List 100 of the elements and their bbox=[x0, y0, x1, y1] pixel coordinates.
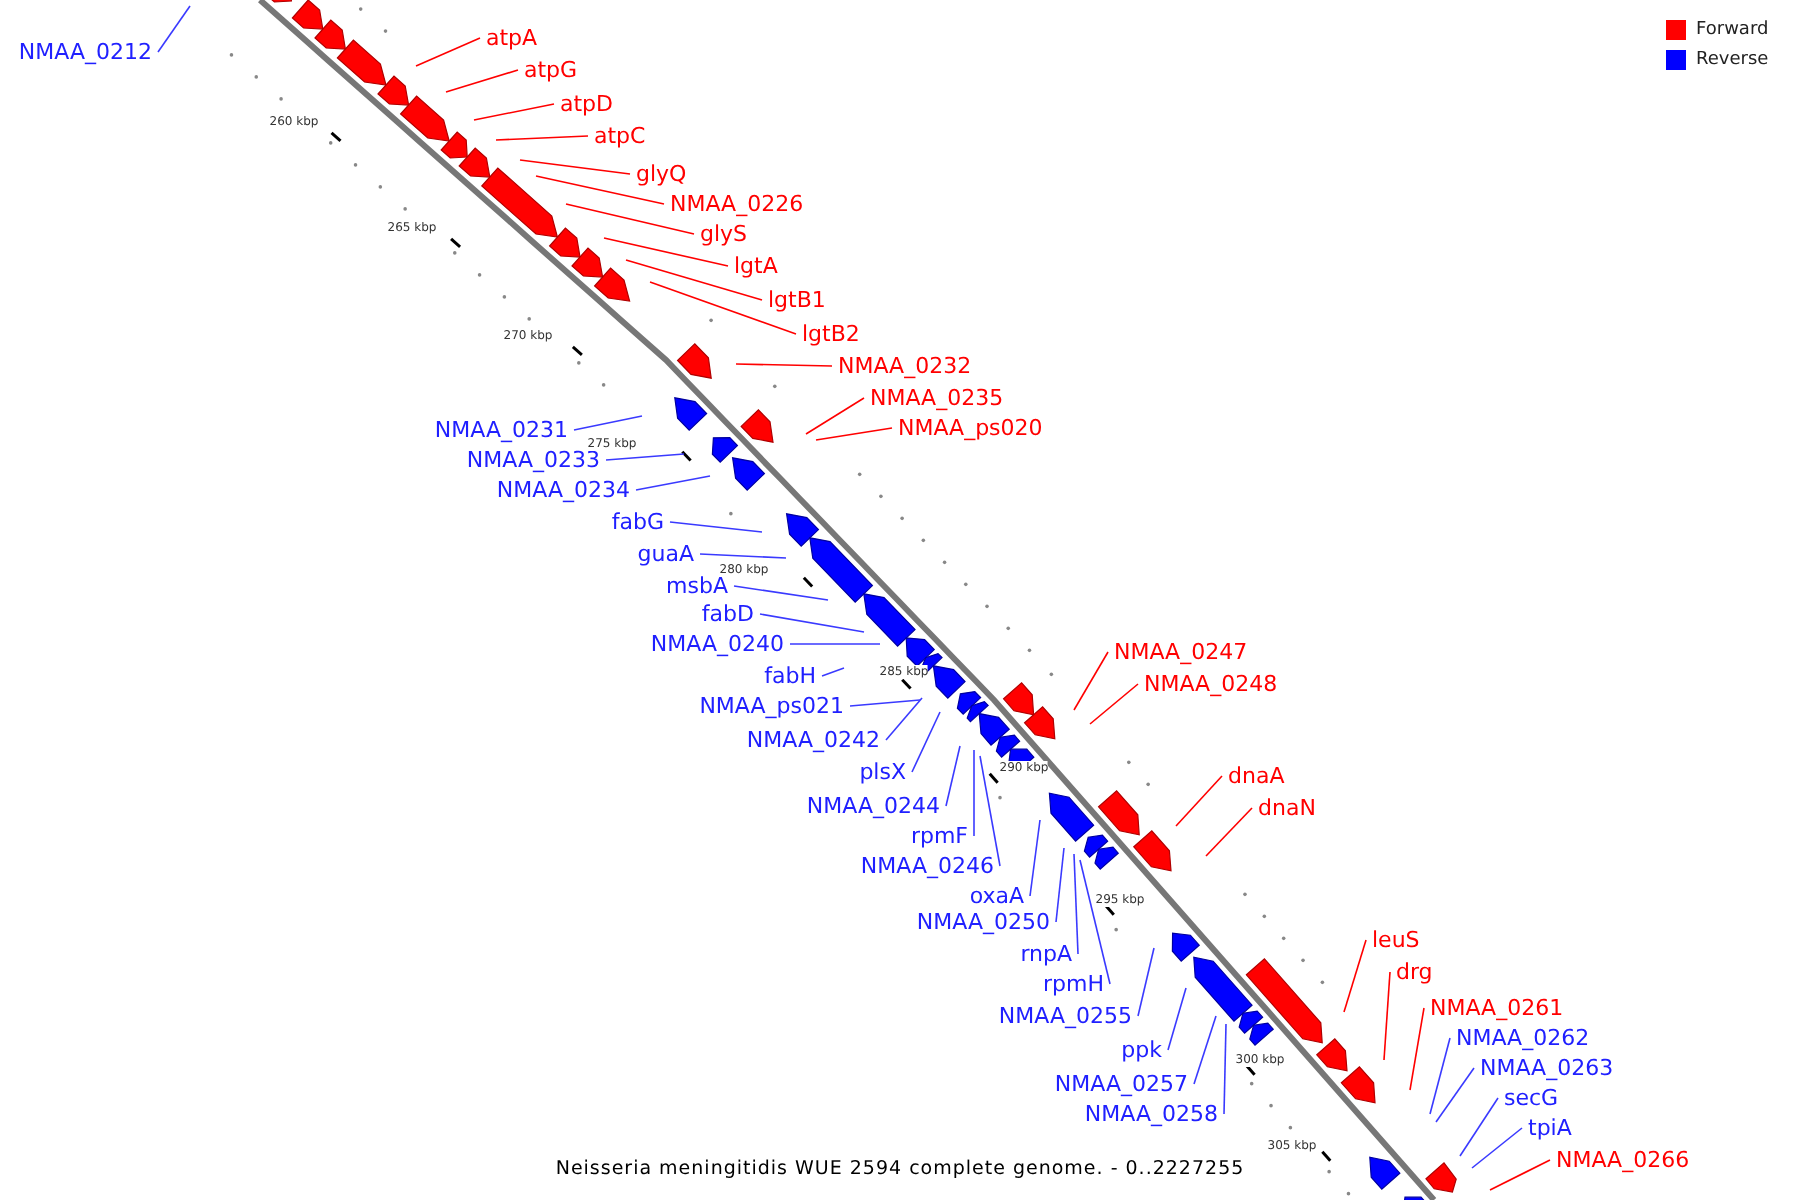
gene-label: lgtB1 bbox=[768, 287, 826, 313]
leader-line bbox=[157, 5, 191, 53]
gene-label: secG bbox=[1504, 1085, 1559, 1111]
leader-line bbox=[1409, 1007, 1425, 1091]
leader-line bbox=[1223, 1023, 1227, 1115]
leader-line bbox=[415, 37, 481, 67]
leader-line bbox=[1055, 847, 1065, 923]
gene-label: NMAA_0250 bbox=[916, 909, 1050, 935]
leader-line bbox=[1193, 1015, 1217, 1085]
leader-line bbox=[759, 613, 865, 633]
leader-line bbox=[1205, 807, 1253, 857]
gene-label: atpA bbox=[486, 25, 538, 51]
gene-label: glyQ bbox=[636, 161, 687, 187]
gene-label: NMAA_ps021 bbox=[699, 693, 844, 719]
gene-label: NMAA_0212 bbox=[18, 39, 152, 65]
leader-line bbox=[445, 69, 519, 93]
leader-line bbox=[735, 363, 833, 367]
leader-line bbox=[979, 755, 1001, 867]
leader-line bbox=[1343, 939, 1367, 1013]
gene-label: NMAA_0258 bbox=[1084, 1101, 1218, 1127]
leader-line bbox=[945, 745, 961, 807]
leader-line bbox=[565, 203, 695, 235]
gene-label: tpiA bbox=[1528, 1115, 1572, 1141]
leader-line bbox=[699, 553, 787, 559]
leader-line bbox=[495, 135, 589, 141]
legend-label: Reverse bbox=[1696, 48, 1771, 72]
leader-line bbox=[573, 415, 643, 431]
gene-label: fabD bbox=[701, 601, 754, 627]
leader-line bbox=[635, 475, 711, 491]
leader-line bbox=[1079, 859, 1111, 985]
gene-label: guaA bbox=[637, 541, 694, 567]
leader-line bbox=[1089, 683, 1139, 725]
gene-label: atpG bbox=[524, 57, 578, 83]
gene-label: NMAA_0263 bbox=[1480, 1055, 1614, 1081]
leader-line bbox=[1073, 853, 1079, 955]
leader-line bbox=[805, 397, 865, 435]
leader-line bbox=[1489, 1159, 1551, 1191]
gene-label: NMAA_0242 bbox=[746, 727, 880, 753]
gene-label: dnaA bbox=[1228, 763, 1285, 789]
leader-line bbox=[1383, 971, 1391, 1061]
legend-label: Forward bbox=[1696, 18, 1771, 42]
leader-line bbox=[1429, 1037, 1451, 1115]
gene-label: NMAA_0233 bbox=[466, 447, 600, 473]
gene-label: NMAA_0248 bbox=[1144, 671, 1278, 697]
gene-label: plsX bbox=[859, 759, 906, 785]
gene-label: NMAA_0231 bbox=[434, 417, 568, 443]
leader-line bbox=[649, 281, 797, 335]
leader-line bbox=[1459, 1097, 1499, 1157]
leader-line bbox=[815, 427, 893, 441]
leader-line bbox=[1137, 947, 1155, 1017]
leader-line bbox=[973, 749, 975, 837]
gene-label: NMAA_0246 bbox=[860, 853, 994, 879]
leader-line bbox=[1435, 1067, 1475, 1123]
gene-label: NMAA_0226 bbox=[670, 191, 804, 217]
gene-label: atpC bbox=[594, 123, 646, 149]
gene-label: NMAA_0261 bbox=[1430, 995, 1564, 1021]
gene-label: NMAA_0240 bbox=[650, 631, 784, 657]
leader-line bbox=[519, 159, 631, 175]
gene-label: NMAA_0244 bbox=[806, 793, 940, 819]
leader-line bbox=[669, 521, 763, 533]
gene-label: NMAA_0232 bbox=[838, 353, 972, 379]
gene-label: dnaN bbox=[1258, 795, 1316, 821]
gene-label: drg bbox=[1396, 959, 1433, 985]
gene-label: NMAA_0262 bbox=[1456, 1025, 1590, 1051]
leader-line bbox=[625, 259, 763, 301]
gene-label: msbA bbox=[666, 573, 728, 599]
gene-label: oxaA bbox=[969, 883, 1024, 909]
leader-line bbox=[1175, 775, 1223, 827]
leader-line bbox=[605, 453, 685, 461]
gene-label: NMAA_0257 bbox=[1054, 1071, 1188, 1097]
gene-label: NMAA_0247 bbox=[1114, 639, 1248, 665]
gene-label: leuS bbox=[1372, 927, 1420, 953]
leader-line bbox=[911, 711, 941, 773]
gene-label: lgtA bbox=[734, 253, 778, 279]
gene-label: rpmH bbox=[1043, 971, 1104, 997]
gene-label: rnpA bbox=[1020, 941, 1072, 967]
leader-line bbox=[1073, 651, 1109, 711]
gene-label: fabG bbox=[611, 509, 664, 535]
gene-label: rpmF bbox=[910, 823, 968, 849]
gene-label: glyS bbox=[700, 221, 748, 247]
gene-label: NMAA_0235 bbox=[870, 385, 1004, 411]
leader-line bbox=[473, 103, 555, 121]
gene-label: NMAA_0234 bbox=[496, 477, 630, 503]
leader-line bbox=[1471, 1127, 1523, 1169]
gene-label: NMAA_0255 bbox=[998, 1003, 1132, 1029]
leader-line bbox=[849, 699, 921, 707]
leader-line bbox=[1029, 819, 1041, 897]
leader-line bbox=[789, 643, 881, 645]
gene-label: ppk bbox=[1121, 1037, 1162, 1063]
gene-label: NMAA_0266 bbox=[1556, 1147, 1690, 1173]
leader-line bbox=[535, 175, 665, 205]
caption: Neisseria meningitidis WUE 2594 complete genome. - 0..2227255 bbox=[555, 1156, 1245, 1184]
leader-line bbox=[733, 585, 829, 601]
leader-line bbox=[885, 697, 923, 741]
leader-line bbox=[603, 237, 729, 267]
gene-label: atpD bbox=[560, 91, 614, 117]
gene-label: fabH bbox=[764, 663, 816, 689]
gene-label: NMAA_ps020 bbox=[898, 415, 1043, 441]
leader-line bbox=[1167, 987, 1187, 1051]
leader-line bbox=[821, 667, 845, 677]
